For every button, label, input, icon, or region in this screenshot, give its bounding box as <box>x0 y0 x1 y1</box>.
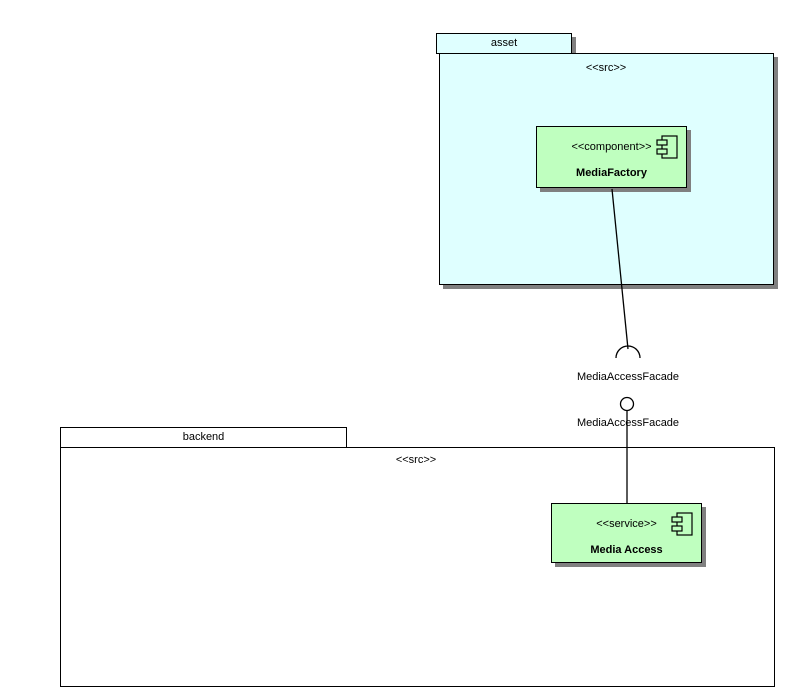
provided-interface-ball-icon <box>619 396 635 412</box>
required-interface-label: MediaAccessFacade <box>576 371 680 383</box>
package-backend-tab[interactable]: backend <box>60 427 347 448</box>
component-media-access-name: Media Access <box>590 544 663 556</box>
package-backend-stereotype: <<src>> <box>395 454 437 466</box>
provided-interface-label: MediaAccessFacade <box>576 417 680 429</box>
component-media-factory-name: MediaFactory <box>576 167 647 179</box>
required-interface-socket-icon <box>615 345 641 359</box>
component-media-factory-box[interactable]: <<component>> MediaFactory <box>536 126 687 188</box>
package-asset-tab[interactable]: asset <box>436 33 572 54</box>
package-asset-tab-shadow <box>571 37 576 57</box>
component-icon <box>671 512 693 538</box>
package-asset-stereotype: <<src>> <box>585 62 627 74</box>
component-media-access-box[interactable]: <<service>> Media Access <box>551 503 702 563</box>
component-media-factory-stereotype: <<component>> <box>571 141 652 153</box>
package-backend-body[interactable] <box>60 447 775 687</box>
component-media-access-stereotype: <<service>> <box>596 518 657 530</box>
component-icon <box>656 135 678 161</box>
